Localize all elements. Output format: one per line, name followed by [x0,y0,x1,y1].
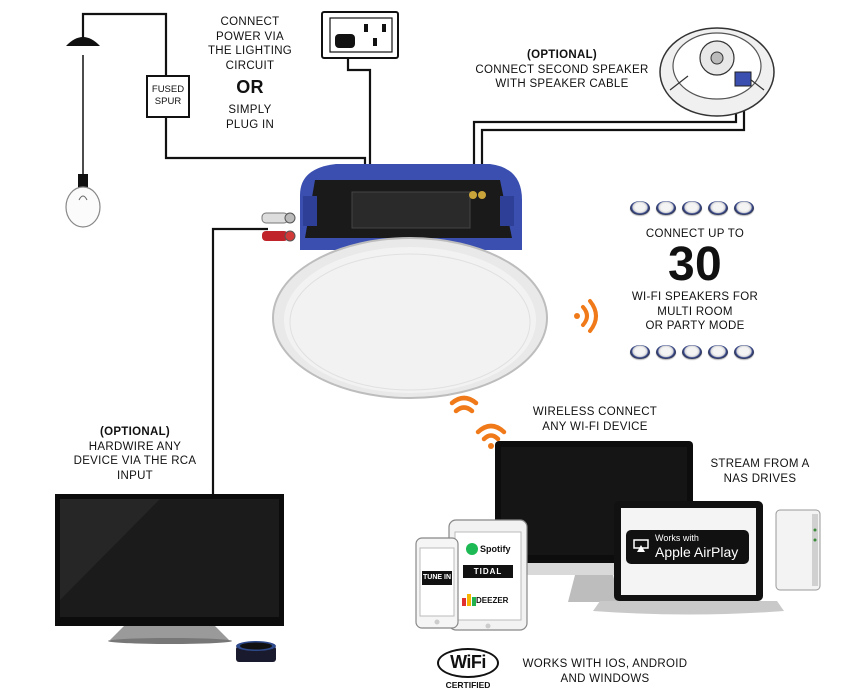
mini-speaker-icon [630,201,650,215]
airplay-big-text: Apple AirPlay [655,544,739,560]
mini-speaker-icon [630,345,650,359]
connect-power-text: CONNECT POWER VIA THE LIGHTING CIRCUIT [207,16,293,72]
tidal-text: TIDAL [473,567,503,576]
fused-spur-label: FUSED SPUR [151,84,185,107]
tunein-text: TUNE IN [423,574,451,581]
mini-speaker-icon [708,345,728,359]
wifi-certified-logo: WiFi CERTIFIED [437,648,501,692]
second-speaker [659,27,775,117]
speaker-row-top [630,201,754,215]
or-text: OR [236,77,264,97]
wifi-waves-upper-icon [449,395,479,414]
speaker-row-bottom [630,345,754,359]
ceiling-speaker [272,164,548,399]
plug-cable [346,50,372,180]
mini-speaker-icon [708,201,728,215]
spotify-text: Spotify [480,544,511,554]
lighting-cable [81,12,168,76]
simply-plug-text: SIMPLY PLUG IN [225,104,275,131]
speaker-cable-b [480,100,746,195]
spotify-logo-icon [466,543,478,555]
speaker-count: 30 [668,238,722,291]
mini-speaker-icon [682,201,702,215]
wall-socket-icon [321,11,399,59]
deezer-text: DEEZER [476,596,509,605]
hardwire-text: (OPTIONAL) HARDWIRE ANY DEVICE VIA THE R… [73,426,197,482]
wifi-speakers-text: WI-FI SPEAKERS FOR MULTI ROOM OR PARTY M… [631,291,759,332]
wifi-waves [449,299,598,449]
ceiling-rose-icon [66,37,100,46]
airplay-icon [633,539,649,549]
connect-up-to-text: CONNECT UP TO [645,228,745,240]
wifi-waves-right-icon [574,299,598,333]
mini-speaker-icon [734,201,754,215]
second-speaker-text: (OPTIONAL) CONNECT SECOND SPEAKER WITH S… [475,49,649,90]
tidal-logo [463,565,513,578]
wireless-text: WIRELESS CONNECT ANY WI-FI DEVICE [532,406,658,433]
nas-drive [775,509,821,591]
rca-cable [211,227,268,494]
mini-speaker-icon [656,345,676,359]
works-with-text: WORKS WITH IOS, ANDROID AND WINDOWS [522,658,688,685]
light-bulb-icon [65,174,101,228]
fused-spur-box [146,75,190,118]
airplay-badge [626,530,749,564]
tunein-logo [422,571,452,585]
wifi-logo-text: WiFi [450,652,486,672]
rca-plugs-icon [261,212,296,242]
smart-speaker-icon [236,641,276,662]
mini-speaker-icon [682,345,702,359]
mini-speaker-icon [734,345,754,359]
tv [55,494,284,644]
wifi-certified-text: CERTIFIED [445,680,491,690]
nas-text: STREAM FROM A NAS DRIVES [710,458,810,485]
wifi-waves-lower-icon [475,423,507,449]
wifi-logo-oval [437,648,499,678]
airplay-small-text: Works with [655,533,699,543]
mini-speaker-icon [656,201,676,215]
phone [415,537,459,629]
deezer-logo-icon [462,594,476,606]
